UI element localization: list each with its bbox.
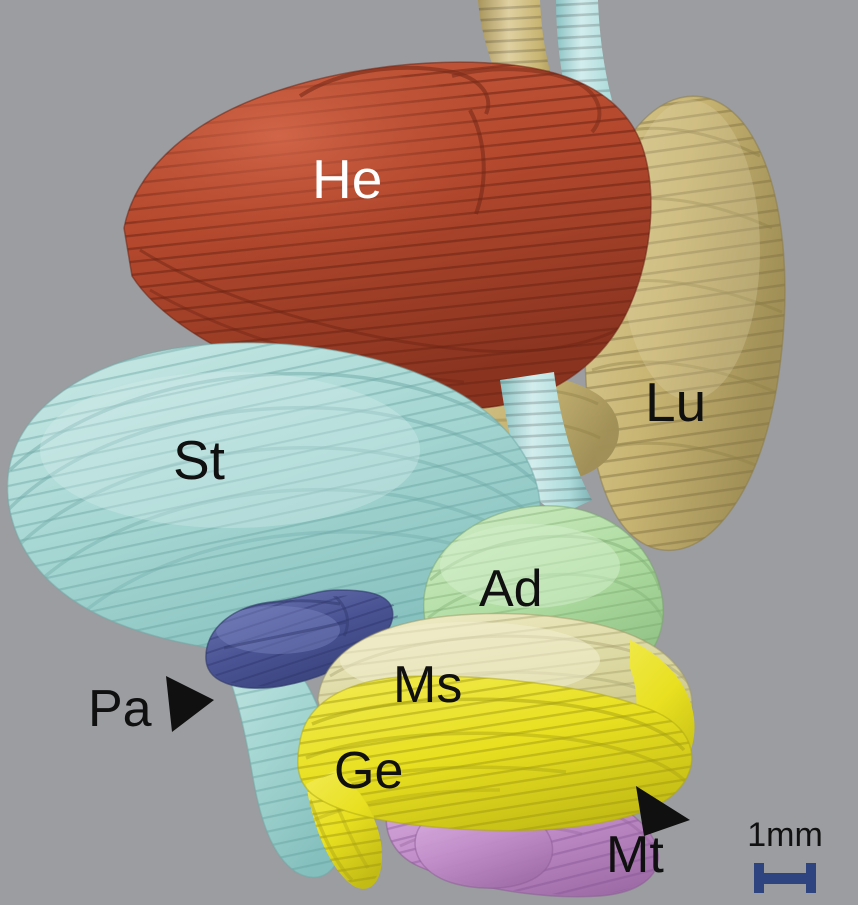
arrowhead-pa bbox=[166, 676, 214, 732]
scale-bar-label: 1mm bbox=[747, 816, 823, 854]
arrowhead-mt bbox=[636, 786, 690, 836]
scale-bar-glyph bbox=[754, 863, 816, 893]
organ-esophagus-lower bbox=[500, 372, 592, 512]
scale-bar: 1mm bbox=[735, 818, 835, 895]
